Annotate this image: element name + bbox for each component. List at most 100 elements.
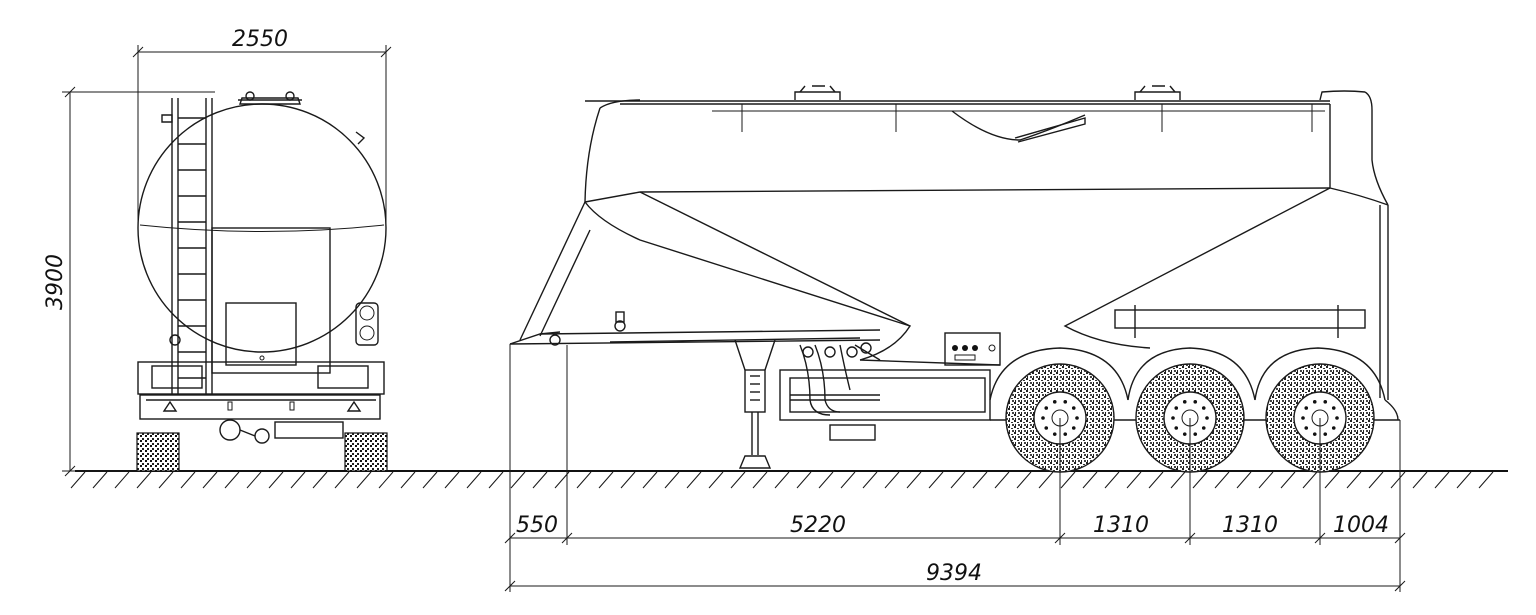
ground-hatch: [1148, 471, 1164, 489]
ground-hatch: [1478, 471, 1494, 489]
ground-hatch: [1192, 471, 1208, 489]
ground-hatch: [752, 471, 768, 489]
ground-hatch: [334, 471, 350, 489]
ground-hatch: [1104, 471, 1120, 489]
ground-hatch: [708, 471, 724, 489]
ground-hatch: [774, 471, 790, 489]
wheel-lug: [1174, 426, 1179, 430]
ground-hatch: [1412, 471, 1428, 489]
rear-overhang-label: 1004: [1333, 513, 1389, 538]
ground-hatch: [246, 471, 262, 489]
ground-line: [70, 470, 1508, 489]
ground-hatch: [1302, 471, 1318, 489]
wheel-lug: [1331, 406, 1336, 410]
wheel-lug: [1335, 416, 1339, 420]
ground-hatch: [1126, 471, 1142, 489]
ground-hatch: [70, 471, 86, 489]
ground-hatch: [180, 471, 196, 489]
ground-hatch: [620, 471, 636, 489]
ground-hatch: [290, 471, 306, 489]
wheel-lug: [1304, 406, 1309, 410]
ground-hatch: [422, 471, 438, 489]
wheel-lug: [1075, 416, 1079, 420]
ground-hatch: [510, 471, 526, 489]
ground-hatch: [1324, 471, 1340, 489]
ground-hatch: [444, 471, 460, 489]
ground-hatch: [994, 471, 1010, 489]
ground-hatch: [224, 471, 240, 489]
ground-hatch: [312, 471, 328, 489]
wheel-lug: [1071, 406, 1076, 410]
ground-hatch: [796, 471, 812, 489]
ground-hatch: [686, 471, 702, 489]
ground-hatch: [664, 471, 680, 489]
overall-length-label: 9394: [926, 561, 982, 586]
ground-hatch: [378, 471, 394, 489]
wheel-lug: [1071, 426, 1076, 430]
dimensions-side: 550 5220 1310 1310 1004 9394: [504, 344, 1406, 592]
ground-hatch: [1082, 471, 1098, 489]
wheel-lug: [1044, 426, 1049, 430]
wheel-lug: [1312, 432, 1317, 436]
kingpin-to-axle-label: 5220: [790, 513, 846, 538]
wheel-lug: [1182, 400, 1187, 404]
ground-hatch: [1236, 471, 1252, 489]
width-label: 2550: [232, 27, 288, 52]
wheel-lug: [1312, 400, 1317, 404]
ground-hatch: [598, 471, 614, 489]
wheel-lug: [1044, 406, 1049, 410]
wheel-lug: [1201, 426, 1206, 430]
ground-hatch: [92, 471, 108, 489]
ground-hatch: [1170, 471, 1186, 489]
ground-hatch: [1368, 471, 1384, 489]
ground-hatch: [906, 471, 922, 489]
wheel-lug: [1171, 416, 1175, 420]
height-label: 3900: [43, 254, 68, 310]
wheel-lug: [1063, 432, 1068, 436]
ground-hatch: [1390, 471, 1406, 489]
wheel-lug: [1193, 432, 1198, 436]
ground-hatch: [884, 471, 900, 489]
wheel-lug: [1331, 426, 1336, 430]
ground-hatch: [466, 471, 482, 489]
ground-hatch: [488, 471, 504, 489]
ground-hatch: [532, 471, 548, 489]
ground-hatch: [1214, 471, 1230, 489]
wheel-lug: [1323, 400, 1328, 404]
ground-hatch: [576, 471, 592, 489]
front-overhang-label: 550: [516, 513, 558, 538]
wheel-lug: [1182, 432, 1187, 436]
dimension-width: 2550: [132, 27, 392, 225]
wheel-lug: [1201, 406, 1206, 410]
ground-hatch: [400, 471, 416, 489]
ground-hatch: [1038, 471, 1054, 489]
ground-hatch: [1280, 471, 1296, 489]
wheel-lug: [1052, 400, 1057, 404]
ground-hatch: [1258, 471, 1274, 489]
ground-hatch: [730, 471, 746, 489]
ground-hatch: [1456, 471, 1472, 489]
wheel-lug: [1205, 416, 1209, 420]
ground-hatch: [114, 471, 130, 489]
wheel-lug: [1052, 432, 1057, 436]
ground-hatch: [1434, 471, 1450, 489]
ground-hatch: [840, 471, 856, 489]
wheel-lug: [1323, 432, 1328, 436]
ground-hatch: [928, 471, 944, 489]
dimension-height: 3900: [43, 86, 215, 477]
rear-view: [136, 91, 388, 472]
ground-hatch: [1346, 471, 1362, 489]
side-view: [509, 85, 1400, 473]
axle-spacing-2-label: 1310: [1222, 513, 1278, 538]
ground-hatch: [950, 471, 966, 489]
axle-spacing-1-label: 1310: [1093, 513, 1149, 538]
wheel-lug: [1174, 406, 1179, 410]
ground-hatch: [136, 471, 152, 489]
ground-hatch: [268, 471, 284, 489]
ground-hatch: [862, 471, 878, 489]
ground-hatch: [1016, 471, 1032, 489]
ground-hatch: [356, 471, 372, 489]
ground-hatch: [158, 471, 174, 489]
ground-hatch: [1060, 471, 1076, 489]
